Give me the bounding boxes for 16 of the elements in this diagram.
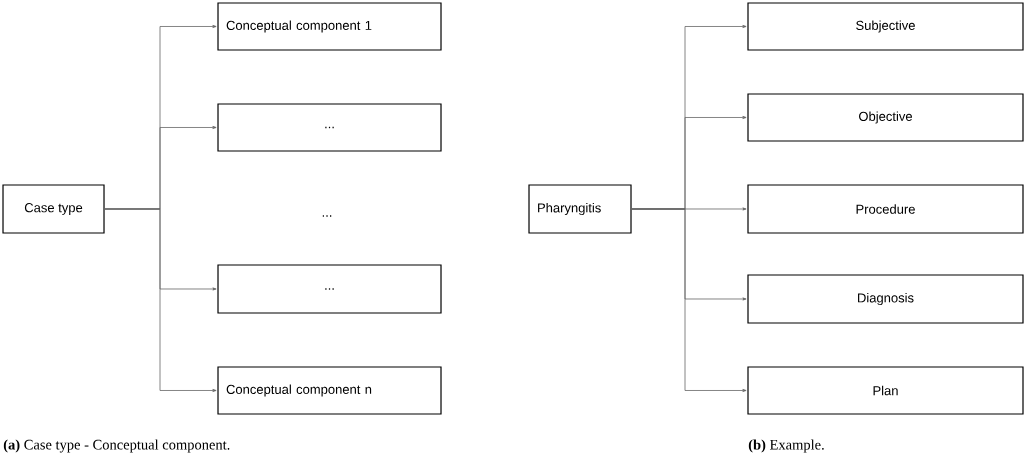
process-box: Conceptual component n xyxy=(217,366,442,415)
process-box: Objective xyxy=(747,93,1024,142)
process-box: Diagnosis xyxy=(747,274,1024,324)
process-box: ... xyxy=(217,264,442,314)
subfigure-caption: (a) Case type - Conceptual component. xyxy=(3,439,230,453)
arrow xyxy=(104,208,217,392)
process-box: Subjective xyxy=(747,2,1024,51)
process-box: Case type xyxy=(2,184,105,234)
ellipsis-label: ... xyxy=(322,215,332,217)
process-box: Conceptual component 1 xyxy=(217,2,442,51)
subfigure-caption: (b) Example. xyxy=(748,439,824,453)
process-box: ... xyxy=(217,103,442,152)
arrow xyxy=(631,208,747,392)
process-box: Plan xyxy=(747,366,1024,415)
process-box: Pharyngitis xyxy=(528,184,632,234)
process-box: Procedure xyxy=(747,184,1024,234)
